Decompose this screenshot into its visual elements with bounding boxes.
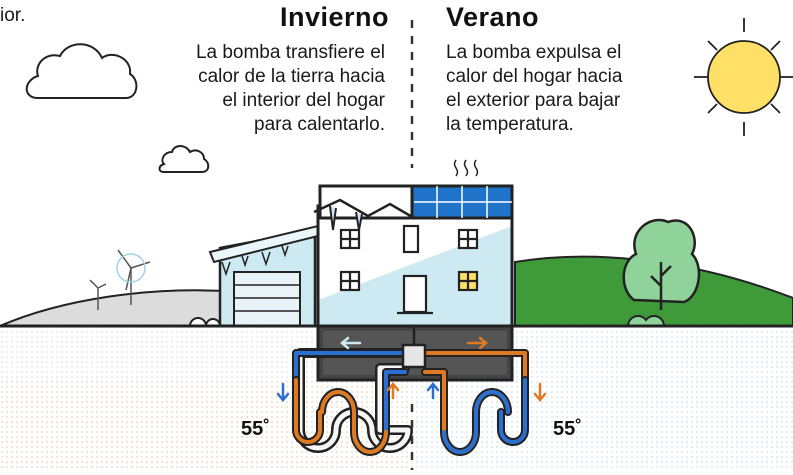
cloud-icon	[25, 43, 138, 99]
winter-line-3: el interior del hogar	[222, 90, 385, 111]
garage	[208, 224, 319, 328]
summer-line-4: la temperatura.	[446, 114, 574, 135]
temperature-left: 55˚	[241, 418, 270, 440]
pipe-blue-loop-right	[442, 390, 510, 454]
winter-line-4: para calentarlo.	[254, 114, 385, 135]
pipe-orange-loop-left	[320, 390, 388, 454]
front-door	[402, 274, 428, 314]
winter-description: La bomba transfiere el calor de la tierr…	[196, 41, 385, 137]
wind-turbine-icon	[89, 249, 151, 310]
garage-door	[233, 271, 301, 327]
winter-line-1: La bomba transfiere el	[195, 42, 385, 63]
summer-description: La bomba expulsa el calor del hogar haci…	[446, 41, 622, 137]
heat-wave-icon	[453, 159, 479, 177]
summer-line-1: La bomba expulsa el	[446, 42, 622, 63]
summer-title: Verano	[446, 2, 540, 32]
house	[313, 184, 514, 328]
cropped-fragment-text: ior.	[0, 5, 26, 26]
cloud-small-icon	[158, 145, 210, 173]
heat-pump-unit	[401, 343, 427, 369]
sun-icon	[694, 18, 793, 136]
winter-title: Invierno	[279, 2, 389, 32]
winter-line-2: calor de la tierra hacia	[198, 66, 385, 87]
temperature-right: 55˚	[553, 418, 582, 440]
tree-icon	[622, 219, 701, 327]
summer-line-3: el exterior para bajar	[446, 90, 621, 111]
flow-arrows	[276, 336, 547, 402]
summer-line-2: calor del hogar hacia	[446, 66, 623, 87]
